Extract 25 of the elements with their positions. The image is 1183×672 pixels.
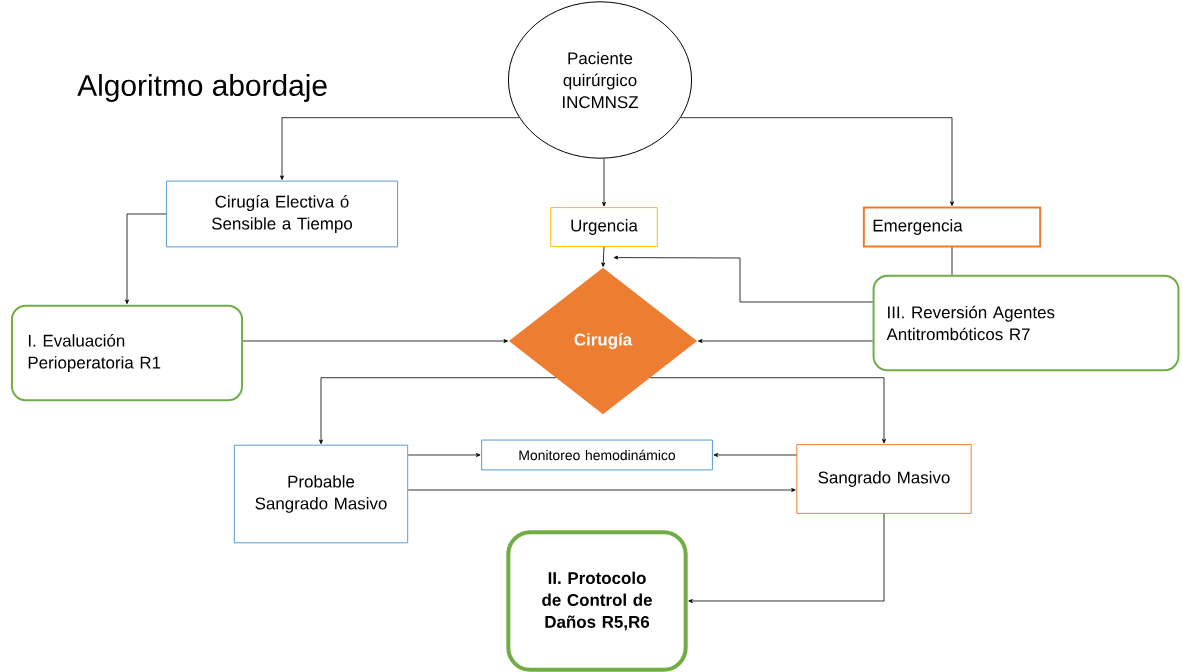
process-box: Cirugía Electiva ó Sensible a Tiempo [165, 180, 399, 248]
arrow [125, 213, 167, 305]
process-box: Sangrado Masivo [796, 444, 972, 514]
process-box: Monitoreo hemodinámico [481, 439, 713, 471]
rounded-box: III. Reversión Agentes Antitrombóticos R7 [872, 274, 1180, 372]
process-box: Urgencia [550, 207, 658, 247]
arrow [407, 453, 481, 457]
title: Algoritmo abordaje [77, 74, 327, 102]
arrow [713, 453, 797, 457]
rounded-box: II. Protocolo de Control de Daños R5,R6 [506, 530, 688, 672]
arrow [242, 339, 508, 343]
rounded-box: I. Evaluación Perioperatoria R1 [10, 304, 244, 402]
arrow [680, 117, 954, 206]
process-box: Probable Sangrado Masivo [233, 444, 409, 544]
arrow [319, 377, 557, 445]
arrow [613, 255, 873, 303]
process-box: Emergencia [862, 206, 1042, 248]
arrow [407, 488, 796, 492]
arrow [602, 158, 606, 207]
arrow [698, 339, 873, 343]
arrow [649, 377, 886, 444]
arrow [601, 246, 606, 267]
arrow [688, 513, 885, 603]
arrow [280, 117, 520, 180]
connector-line [951, 247, 953, 276]
